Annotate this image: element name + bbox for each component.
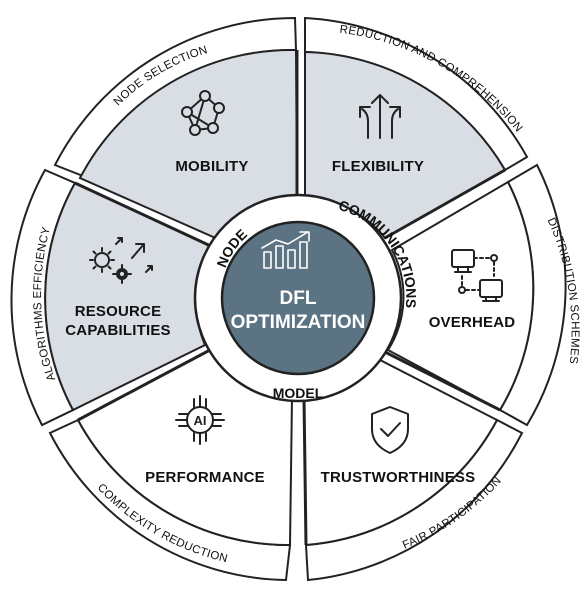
segment-label-mobility: MOBILITY (175, 158, 248, 175)
branching-arrows-icon (359, 94, 401, 139)
outer-ring (10, 16, 567, 582)
svg-text:AI: AI (194, 413, 207, 428)
segment-label-resource: RESOURCE (75, 303, 162, 320)
segment-label-overhead: OVERHEAD (429, 314, 516, 331)
segments (44, 48, 535, 547)
gears-arrows-icon (89, 237, 153, 284)
ring-label-model: MODEL (273, 385, 324, 401)
divider-lines (74, 50, 506, 546)
chart-growth-icon (261, 231, 310, 269)
shield-check-icon (371, 406, 409, 454)
center-title-line1: DFL (280, 288, 317, 309)
segment-label-flexibility: FLEXIBILITY (332, 158, 424, 175)
connected-monitors-icon (451, 249, 503, 302)
network-graph-icon (181, 90, 225, 136)
segment-label-performance: PERFORMANCE (145, 469, 265, 486)
center-title-line2: OPTIMIZATION (231, 312, 366, 333)
center-circle (220, 220, 376, 376)
segment-label-trustworthiness: TRUSTWORTHINESS (321, 469, 476, 486)
segment-label-capabilities: CAPABILITIES (65, 322, 170, 339)
ai-chip-icon: AI (175, 395, 225, 445)
segment-overhead (386, 180, 535, 412)
